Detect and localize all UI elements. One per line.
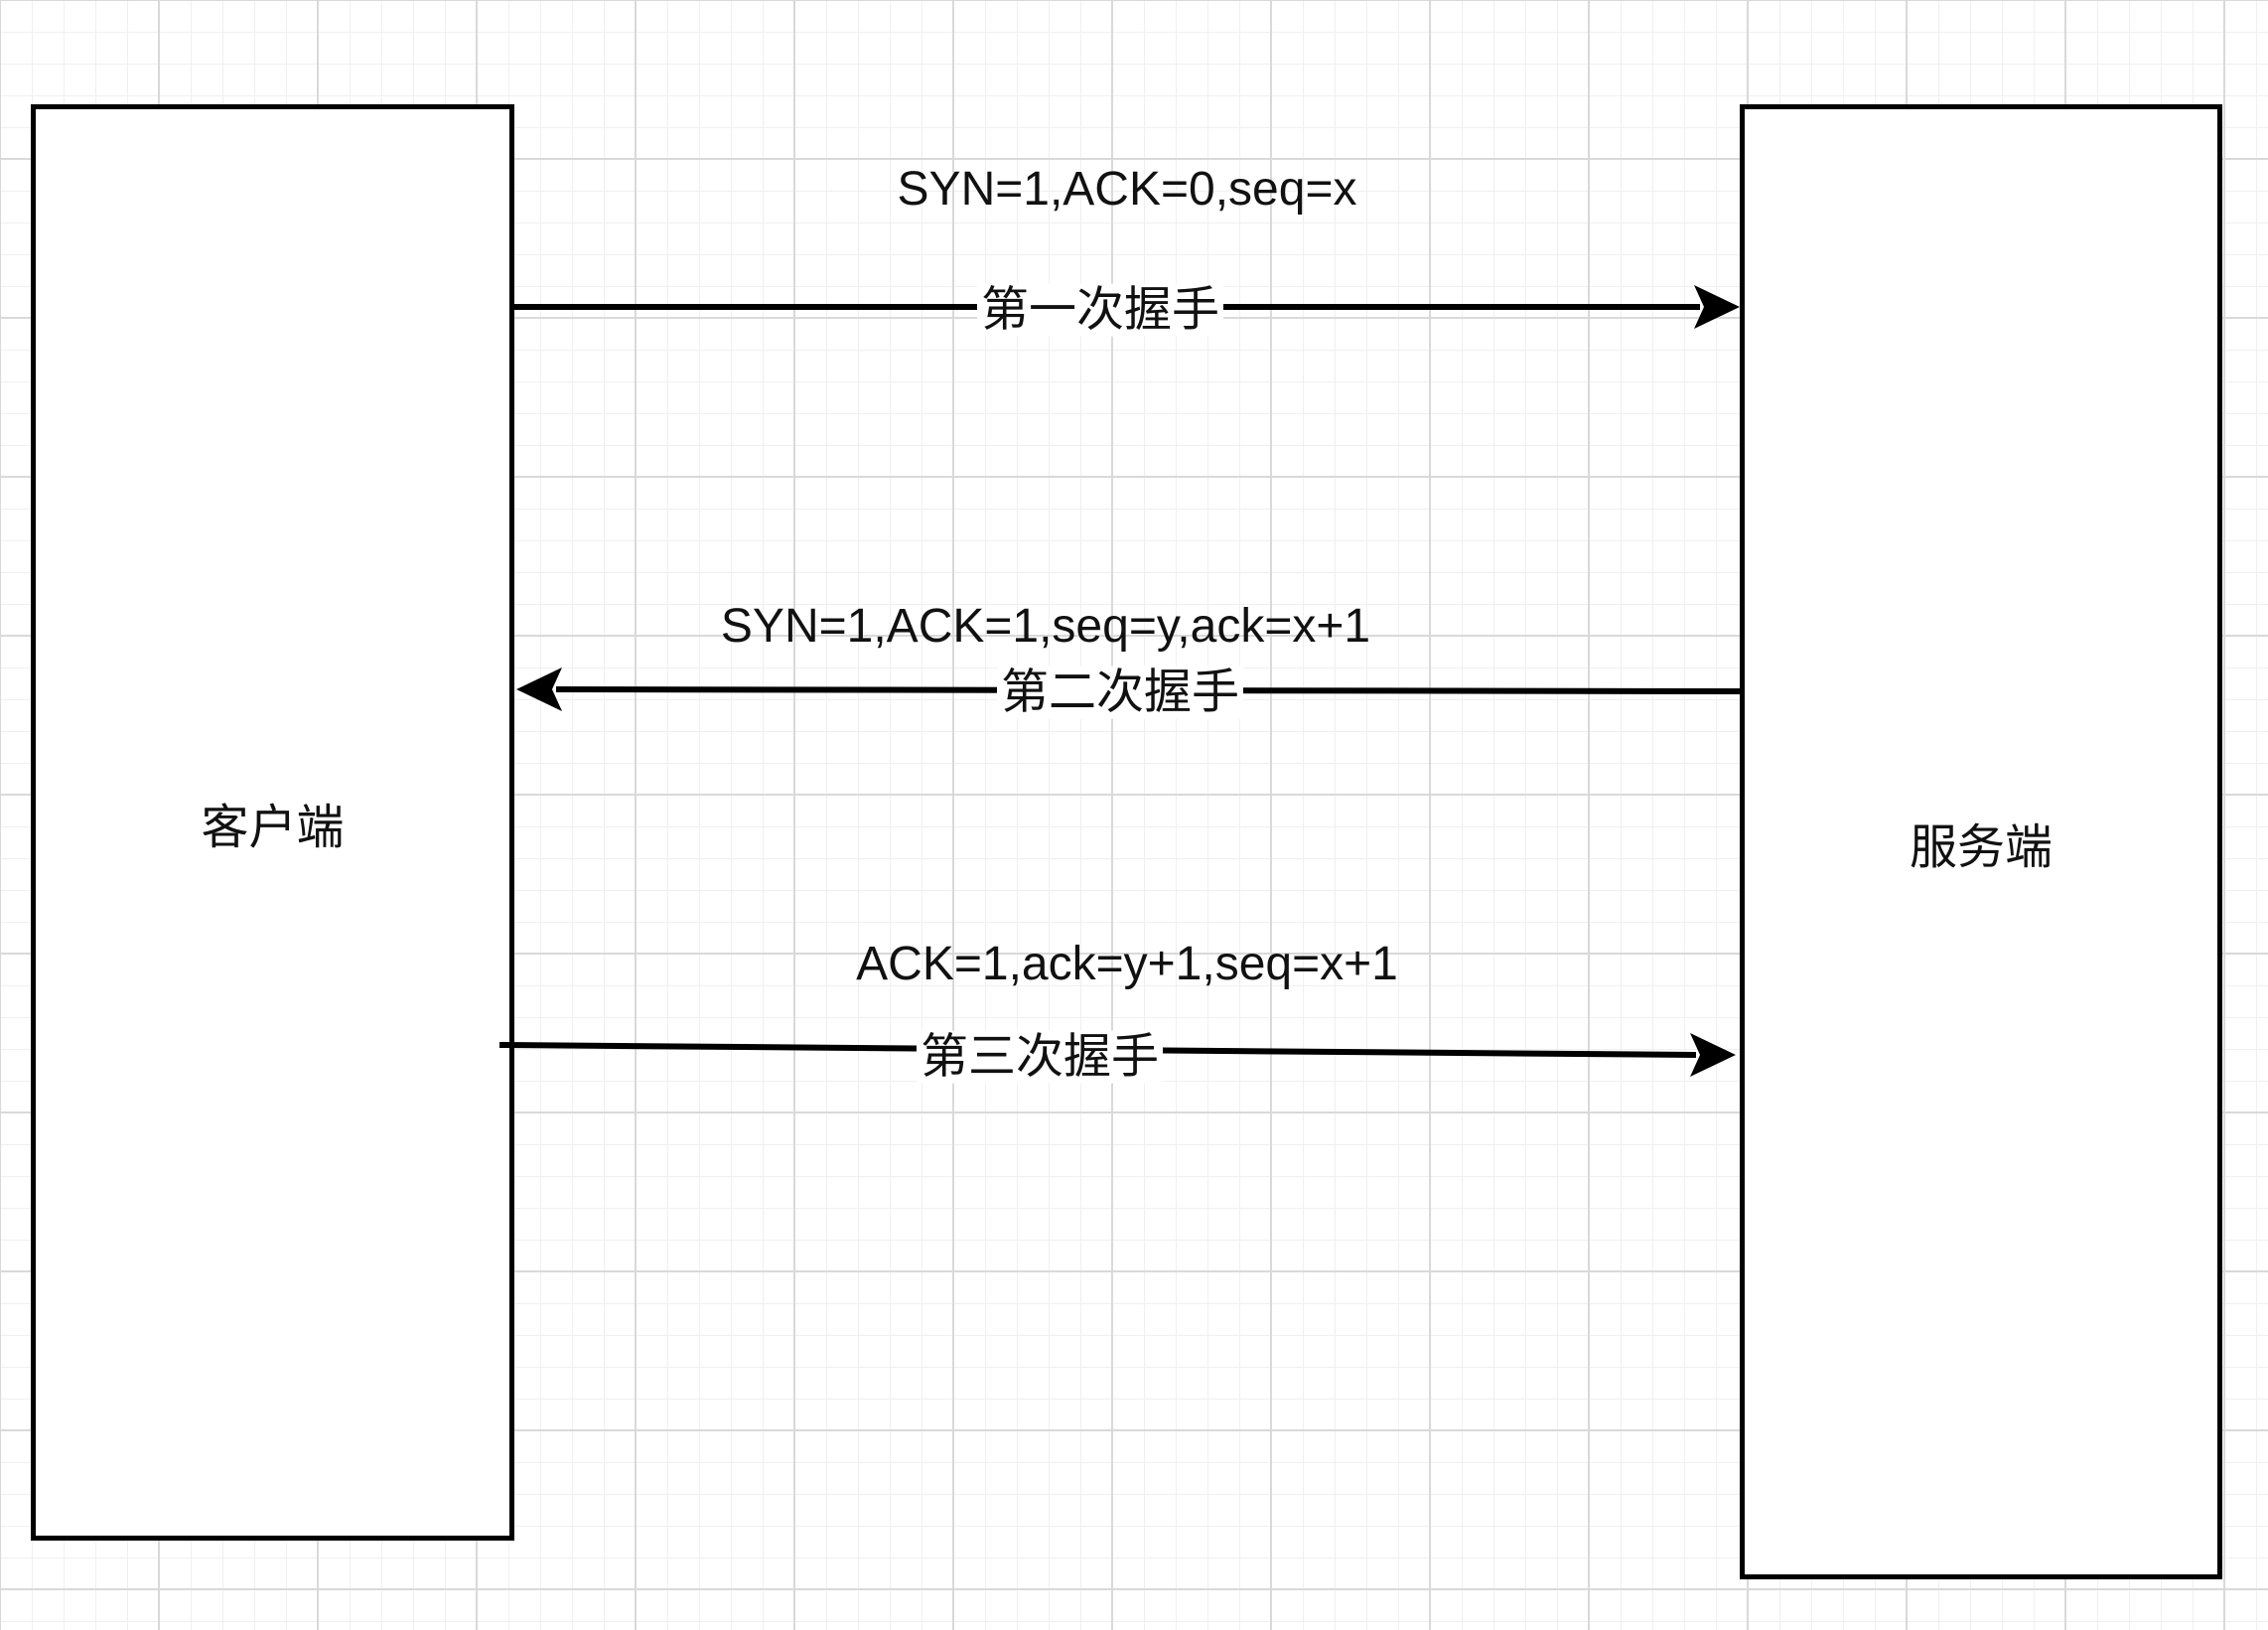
handshake-3-label: 第三次握手: [916, 1030, 1164, 1084]
handshake-1-label: 第一次握手: [976, 283, 1224, 337]
client-box[interactable]: 客户端: [31, 104, 514, 1541]
handshake-1-message: SYN=1,ACK=0,seq=x: [897, 163, 1357, 216]
server-label: 服务端: [1909, 818, 2053, 875]
client-label: 客户端: [201, 800, 345, 855]
handshake-2-label: 第二次握手: [996, 666, 1244, 719]
server-box[interactable]: 服务端: [1740, 104, 2222, 1579]
handshake-3-message: ACK=1,ack=y+1,seq=x+1: [856, 938, 1398, 990]
handshake-2-message: SYN=1,ACK=1,seq=y,ack=x+1: [720, 600, 1371, 653]
